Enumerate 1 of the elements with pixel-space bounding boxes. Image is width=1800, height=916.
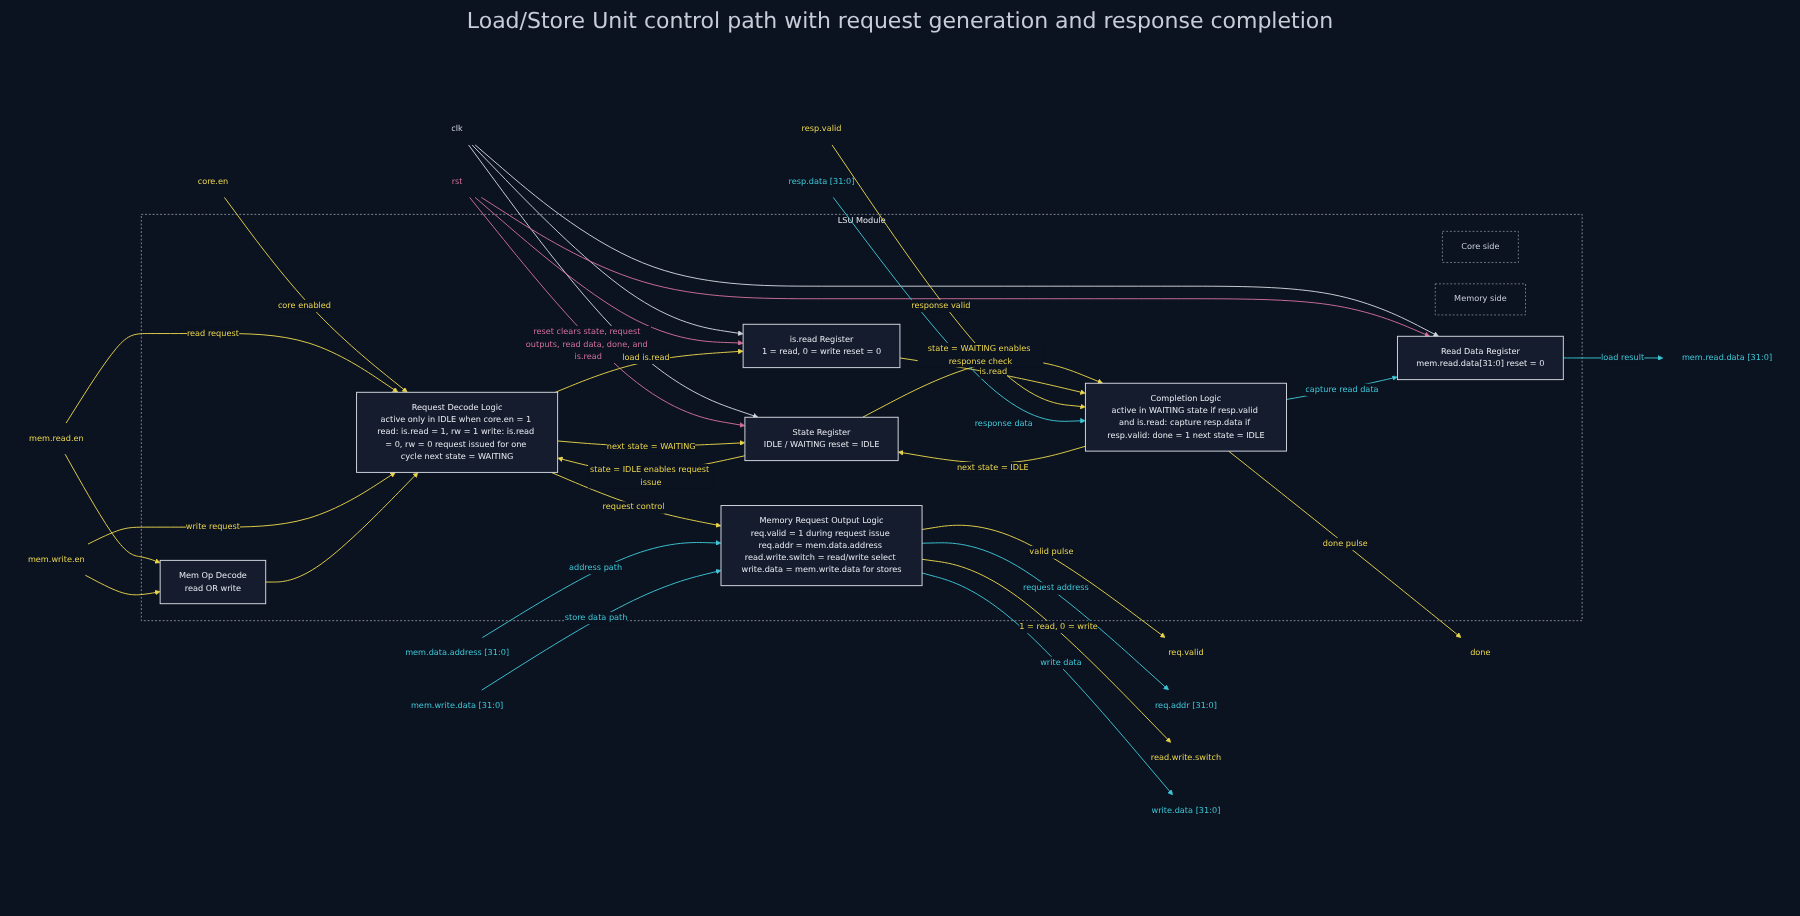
subtitle-text: Load/Store Unit control path with request generation and response completion — [466, 8, 1334, 34]
